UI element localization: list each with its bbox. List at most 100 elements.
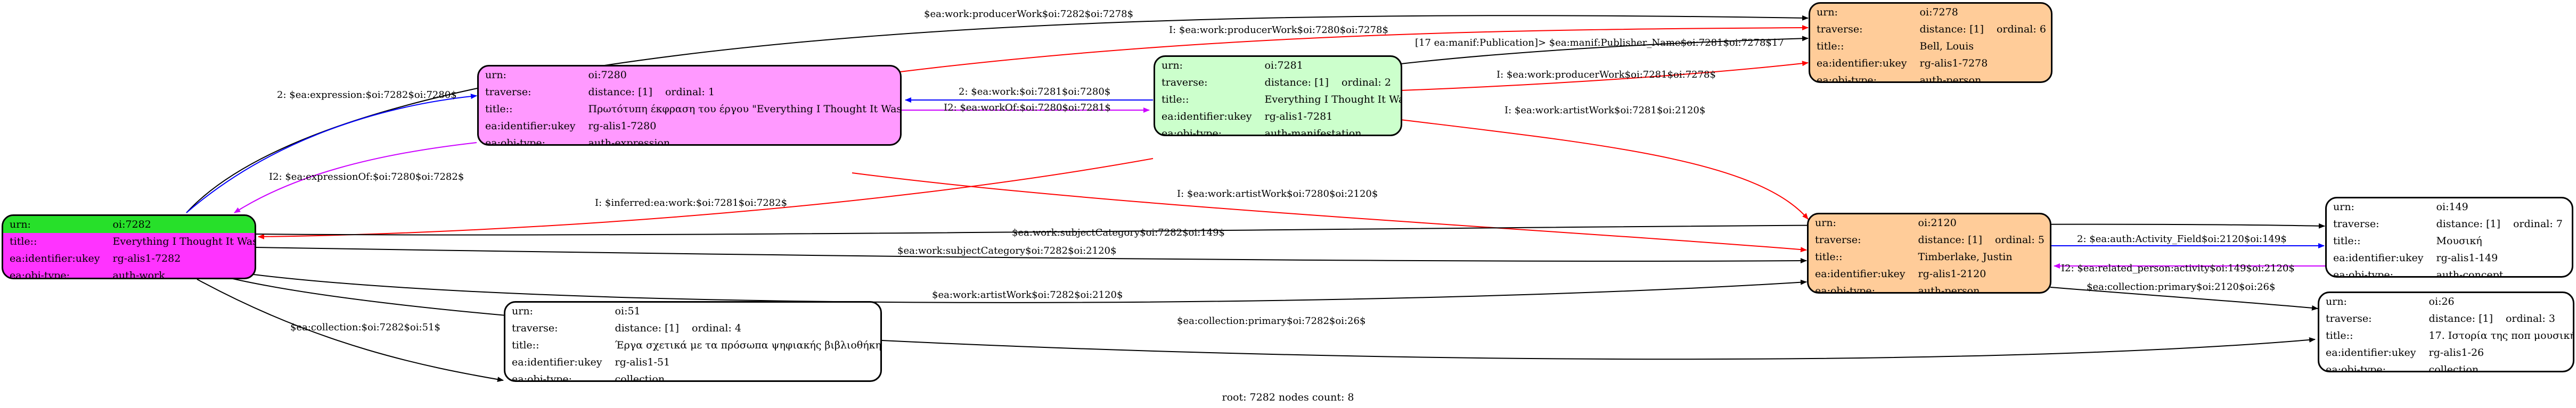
edge-label: I: $ea:work:producerWork$oi:7281$oi:7278… xyxy=(1496,69,1716,80)
field-key: urn: xyxy=(2326,296,2347,307)
node-149[interactable]: urn:oi:149 traverse:distance: [1]ordinal… xyxy=(2325,197,2573,278)
field-value: auth-work xyxy=(112,270,165,279)
field-key: title:: xyxy=(1815,251,1843,263)
field-key: ea:identifier:ukey xyxy=(2333,252,2424,264)
field-value: Μουσική xyxy=(2436,235,2482,247)
node-7281[interactable]: urn:oi:7281 traverse:distance: [1]ordina… xyxy=(1154,55,1402,136)
node-2120[interactable]: urn:oi:2120 traverse:distance: [1]ordina… xyxy=(1807,213,2051,294)
field-value: distance: [1] xyxy=(2428,313,2493,324)
field-value: ordinal: 4 xyxy=(691,322,741,334)
field-value: Everything I Thought It Was xyxy=(1264,94,1402,105)
field-value: collection xyxy=(2428,364,2479,372)
edge-label: I: $ea:work:artistWork$oi:7281$oi:2120$ xyxy=(1504,105,1705,116)
field-value: ordinal: 3 xyxy=(2505,313,2555,324)
field-value: auth-person xyxy=(1919,74,1982,83)
field-key: traverse: xyxy=(1817,23,1863,35)
field-key: title:: xyxy=(2333,235,2361,247)
edge-label: I2: $ea:related_person:activity$oi:149$o… xyxy=(2061,263,2295,274)
edge-label: I: $inferred:ea:work:$oi:7281$oi:7282$ xyxy=(595,197,787,209)
field-key: title:: xyxy=(10,236,37,247)
node-51[interactable]: urn: oi:51 traverse: distance: [1] ordinal:… xyxy=(504,301,882,382)
field-value: oi:7282 xyxy=(106,216,255,233)
field-value: oi:149 xyxy=(2436,201,2468,213)
field-value: ordinal: 2 xyxy=(1341,77,1391,88)
field-key: title:: xyxy=(1162,94,1189,105)
field-value: rg-alis1-149 xyxy=(2436,252,2498,264)
field-key: traverse: xyxy=(2333,218,2379,230)
field-value: rg-alis1-7280 xyxy=(588,120,657,132)
node-7282[interactable]: urn:oi:7282 title::Everything I Thought … xyxy=(2,214,256,279)
field-value: oi:7280 xyxy=(588,69,627,81)
edge-7280-2120-inferred xyxy=(852,172,1807,253)
edge-label: I: $ea:work:artistWork$oi:7280$oi:2120$ xyxy=(1177,188,1378,199)
field-key: traverse: xyxy=(1162,77,1208,88)
node-7280[interactable]: urn:oi:7280 traverse:distance: [1]ordina… xyxy=(477,65,902,146)
edge-7280-7278-inferred xyxy=(899,25,1809,72)
edge-label: 2: $ea:expression:$oi:7282$oi:7280$ xyxy=(277,89,457,101)
field-key: ea:obj-type: xyxy=(10,270,70,279)
field-key: title:: xyxy=(512,339,539,351)
edge-7281-7282-inferred xyxy=(258,158,1154,239)
field-value: distance: [1] xyxy=(615,322,679,334)
field-value: rg-alis1-2120 xyxy=(1918,268,1986,280)
field-value: auth-person xyxy=(1918,285,1980,294)
edge-label: $ea:collection:primary$oi:2120$oi:26$ xyxy=(2087,281,2275,293)
field-value: Everything I Thought It Was xyxy=(112,236,256,247)
field-value: oi:2120 xyxy=(1918,217,1957,229)
field-value: ordinal: 5 xyxy=(1994,234,2045,246)
field-key: traverse: xyxy=(512,322,558,334)
field-key: title:: xyxy=(485,103,513,115)
edge-label: $ea:work:subjectCategory$oi:7282$oi:149$ xyxy=(1012,227,1225,238)
field-value: distance: [1] xyxy=(1918,234,1982,246)
field-key: urn: xyxy=(512,305,533,317)
field-key: urn: xyxy=(1815,217,1836,229)
edge-7281-7278-publisher xyxy=(1400,36,1809,64)
field-value: rg-alis1-26 xyxy=(2428,347,2484,359)
edge-7281-7278-inferred xyxy=(1400,61,1809,91)
field-value: Έργα σχετικά με τα πρόσωπα ψηφιακής βιβλ… xyxy=(615,339,882,351)
field-value: distance: [1] xyxy=(2436,218,2500,230)
edge-7282-2120-artist xyxy=(228,271,1807,303)
field-key: ea:obj-type: xyxy=(512,373,573,382)
field-value: Πρωτότυπη έκφραση του έργου "Everything … xyxy=(588,103,902,115)
field-key: urn: xyxy=(2333,201,2354,213)
edge-7282-149-subject xyxy=(255,223,2325,236)
field-key: ea:obj-type: xyxy=(485,137,546,146)
field-key: ea:identifier:ukey xyxy=(10,253,100,264)
field-key: ea:obj-type: xyxy=(2326,364,2386,372)
edge-7282-26-primary xyxy=(223,276,2316,360)
field-value: Timberlake, Justin xyxy=(1918,251,2013,263)
edge-label: $ea:collection:$oi:7282$oi:51$ xyxy=(290,322,440,333)
edge-label: [17 ea:manif:Publication]> $ea:manif:Pub… xyxy=(1415,37,1784,48)
edge-label: 2: $ea:work:$oi:7281$oi:7280$ xyxy=(959,86,1110,97)
edge-label: $ea:work:artistWork$oi:7282$oi:2120$ xyxy=(932,289,1123,301)
field-value: oi:26 xyxy=(2428,296,2455,307)
field-key: title:: xyxy=(1817,40,1844,52)
field-value: Bell, Louis xyxy=(1919,40,1974,52)
edge-label: 2: $ea:auth:Activity_Field$oi:2120$oi:14… xyxy=(2077,234,2287,245)
field-value: collection xyxy=(615,373,665,382)
field-value: auth-manifestation xyxy=(1264,128,1362,136)
field-value: distance: [1] xyxy=(1264,77,1329,88)
root-summary: root: 7282 nodes count: 8 xyxy=(1222,392,1354,403)
field-value: auth-concept xyxy=(2436,269,2504,278)
field-key: ea:identifier:ukey xyxy=(485,120,576,132)
edge-label: I2: $ea:expressionOf:$oi:7280$oi:7282$ xyxy=(269,171,464,182)
field-key: traverse: xyxy=(485,86,531,98)
edge-7282-7280-expression xyxy=(186,94,477,213)
field-key: ea:obj-type: xyxy=(1817,74,1877,83)
edge-label: $ea:work:producerWork$oi:7282$oi:7278$ xyxy=(924,9,1133,20)
field-value: rg-alis1-51 xyxy=(615,356,670,368)
field-key: urn: xyxy=(485,69,506,81)
field-key: urn: xyxy=(1162,60,1183,71)
field-value: oi:51 xyxy=(615,305,641,317)
node-26[interactable]: urn:oi:26 traverse:distance: [1]ordinal:… xyxy=(2318,292,2574,372)
field-key: urn: xyxy=(3,216,107,233)
field-value: distance: [1] xyxy=(1919,23,1984,35)
field-value: oi:7278 xyxy=(1919,6,1958,18)
edge-2120-26-primary xyxy=(2050,287,2318,311)
node-7278[interactable]: urn:oi:7278 traverse:distance: [1]ordina… xyxy=(1809,2,2052,83)
field-value: ordinal: 1 xyxy=(665,86,715,98)
field-key: urn: xyxy=(1817,6,1838,18)
